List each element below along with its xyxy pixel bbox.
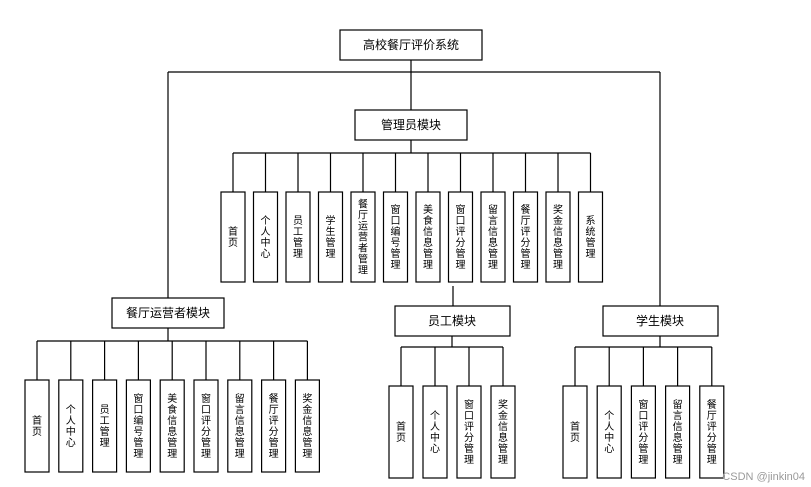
- operator-leaf-label: 窗口评分管理: [201, 392, 211, 460]
- staff-leaf-group: 首页 个人中心 窗口评分管理 奖金信息管理: [388, 336, 516, 479]
- admin-leaf-label: 窗口评分管理: [456, 203, 466, 271]
- admin-leaf-label: 系统管理: [586, 215, 596, 260]
- student-leaf-box: [664, 385, 691, 479]
- admin-leaf-label: 餐厅运营者管理: [358, 198, 368, 277]
- admin-leaf-label: 奖金信息管理: [553, 203, 563, 271]
- operator-leaf-label: 个人中心: [66, 404, 76, 449]
- admin-module-label: 管理员模块: [381, 117, 441, 132]
- student-leaf-box: [699, 385, 725, 479]
- admin-leaf-box: [220, 191, 246, 283]
- admin-leaf-box: [545, 191, 571, 283]
- operator-leaf-box: [261, 379, 287, 473]
- operator-leaf-box: [159, 379, 185, 473]
- admin-leaf-label: 学生管理: [326, 214, 336, 260]
- admin-leaf-box: [317, 191, 344, 283]
- operator-leaf-box: [58, 379, 84, 473]
- student-module-node: 学生模块: [602, 305, 719, 337]
- admin-leaf-box: [252, 191, 279, 283]
- operator-leaf-label: 奖金信息管理: [302, 392, 312, 460]
- root-connectors: [167, 60, 661, 306]
- staff-leaf-label: 奖金信息管理: [498, 398, 508, 466]
- admin-leaf-label: 首页: [228, 225, 238, 249]
- staff-leaf-box: [456, 385, 482, 479]
- operator-leaf-label: 餐厅评分管理: [269, 392, 279, 460]
- admin-leaf-box: [285, 191, 311, 283]
- student-leaf-box: [630, 385, 657, 479]
- admin-leaf-box: [512, 191, 539, 283]
- admin-leaf-label: 美食信息管理: [423, 203, 433, 271]
- operator-leaf-label: 员工管理: [100, 404, 110, 449]
- operator-module-node: 餐厅运营者模块: [111, 297, 225, 329]
- staff-leaf-label: 首页: [396, 420, 406, 444]
- student-leaf-label: 餐厅评分管理: [707, 398, 717, 466]
- student-leaf-box: [562, 385, 588, 479]
- operator-leaf-box: [125, 379, 152, 473]
- admin-leaf-label: 员工管理: [293, 215, 303, 260]
- staff-leaf-box: [490, 385, 516, 479]
- operator-leaf-box: [193, 379, 219, 473]
- operator-leaf-label: 美食信息管理: [167, 392, 177, 460]
- admin-leaf-box: [447, 191, 474, 283]
- operator-leaf-box: [227, 379, 253, 473]
- root-node: 高校餐厅评价系统: [339, 29, 483, 61]
- student-leaf-box: [596, 385, 622, 479]
- watermark: CSDN @jinkin04: [722, 471, 805, 483]
- operator-leaf-box: [91, 379, 118, 473]
- admin-leaf-box: [577, 191, 604, 283]
- staff-leaf-label: 个人中心: [430, 410, 440, 455]
- operator-leaf-box: [24, 379, 50, 473]
- operator-leaf-label: 首页: [32, 414, 42, 438]
- admin-leaf-label: 留言信息管理: [488, 203, 498, 271]
- admin-leaf-box: [480, 191, 506, 283]
- admin-leaf-box: [382, 191, 409, 283]
- admin-leaf-group: 首页 个人中心 员工管理 学生管理 餐厅运营者管理 窗口编号管理 美食信息管理 窗口评分管理 留…: [220, 140, 604, 283]
- staff-leaf-box: [388, 385, 414, 479]
- staff-leaf-label: 窗口评分管理: [464, 398, 474, 466]
- admin-leaf-label: 餐厅评分管理: [521, 203, 531, 271]
- operator-leaf-label: 留言信息管理: [235, 392, 245, 460]
- root-label: 高校餐厅评价系统: [363, 37, 459, 52]
- student-leaf-label: 首页: [570, 420, 580, 444]
- admin-leaf-box: [350, 191, 376, 283]
- staff-module-label: 员工模块: [428, 314, 476, 328]
- staff-leaf-box: [422, 385, 448, 479]
- operator-leaf-label: 窗口编号管理: [133, 392, 143, 460]
- staff-module-node: 员工模块: [394, 305, 511, 337]
- student-leaf-group: 首页 个人中心 窗口评分管理 留言信息管理 餐厅评分管理: [562, 336, 725, 479]
- leaf-nodes: 首页个人中心员工管理学生管理餐厅运营者管理窗口编号管理美食信息管理窗口评分管理留…: [24, 140, 725, 479]
- admin-leaf-label: 个人中心: [261, 215, 271, 260]
- operator-leaf-box: [294, 379, 320, 473]
- student-module-label: 学生模块: [636, 313, 684, 328]
- operator-leaf-group: 首页 个人中心 员工管理 窗口编号管理 美食信息管理 窗口评分管理 留言信息管理 餐厅评分管理…: [24, 328, 320, 473]
- admin-module-node: 管理员模块: [354, 109, 468, 141]
- admin-leaf-label: 窗口编号管理: [391, 203, 401, 271]
- student-leaf-label: 窗口评分管理: [638, 398, 648, 466]
- student-leaf-label: 留言信息管理: [673, 398, 683, 466]
- student-leaf-label: 个人中心: [604, 410, 614, 455]
- admin-leaf-box: [415, 191, 441, 283]
- operator-module-label: 餐厅运营者模块: [126, 305, 210, 320]
